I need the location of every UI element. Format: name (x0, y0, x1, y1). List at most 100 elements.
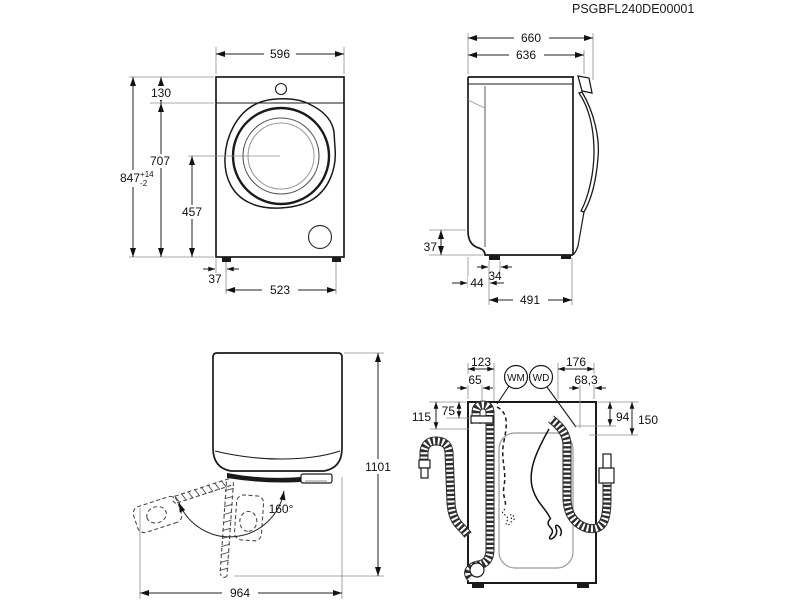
dashed-hose-routing (496, 406, 508, 508)
door-panel-phantom-160 (132, 495, 183, 534)
dashed-routing-end (501, 508, 515, 526)
front-dim-overall-height: 847+14-2 (116, 76, 214, 258)
front-dim-width: 596 (215, 47, 345, 74)
front-dim-foot-inset: 37 (203, 259, 239, 286)
side-dim-feet-spacing: 491 (488, 258, 573, 307)
rear-cabinet (467, 401, 597, 584)
rear-dims: 123 65 176 68,3 (412, 355, 658, 436)
rear-view: WM WD 123 65 1 (412, 355, 658, 588)
open-dim-depth: 1101 (234, 352, 399, 577)
front-door-center-label: 457 (182, 205, 202, 219)
wd-leader-line (546, 386, 577, 428)
open-dim-width: 964 (139, 477, 343, 600)
front-dim-707: 707 (144, 103, 176, 257)
front-dim-door-center: 457 (176, 155, 280, 257)
side-door-top-edge (577, 75, 593, 94)
side-dim-body-depth: 636 (468, 48, 585, 74)
side-machine-outline (467, 75, 600, 260)
door-glass-phantom-90 (239, 510, 258, 532)
power-cord (530, 428, 551, 519)
rear-65-label: 65 (468, 373, 482, 387)
side-rear-foot-inset-label: 44 (470, 276, 484, 290)
front-view: 596 847+14-2 130 707 457 (116, 47, 345, 297)
drain-hose-end-fitting (418, 459, 431, 469)
drain-hose-inner (464, 400, 495, 582)
side-overall-depth-label: 660 (521, 31, 541, 45)
door-panel-phantom-90 (233, 494, 265, 542)
power-cord-tangle (547, 517, 562, 540)
side-front-lower-edge (572, 211, 585, 256)
side-rear-crease (467, 99, 486, 109)
rear-150-label: 150 (638, 413, 658, 427)
door-glass-phantom-160 (146, 506, 167, 524)
side-dim-rear-foot-inset: 44 (452, 257, 504, 290)
open-door-gap-bar (227, 473, 301, 483)
side-foot-width-label: 34 (488, 269, 502, 283)
side-dim-foot-width: 34 (477, 261, 512, 283)
inlet-hose-coupling (598, 467, 615, 484)
front-overall-height-label: 847+14-2 (120, 170, 154, 188)
side-rear-foot (561, 255, 571, 259)
drain-hose-end-tip (420, 467, 429, 479)
rear-dim-75: 75 (442, 402, 472, 419)
wd-balloon-label: WD (533, 373, 550, 384)
rear-right-foot (577, 583, 589, 588)
rear-balloons: WM WD (496, 364, 577, 428)
door-angle-label: 160° (269, 502, 294, 516)
side-view: 660 636 37 34 44 (424, 31, 600, 307)
rear-dim-68-3: 68,3 (569, 373, 606, 428)
open-cabinet-sides (212, 352, 343, 448)
open-width-label: 964 (230, 586, 250, 600)
front-filter-cap (307, 224, 333, 250)
door-swing-arc (178, 490, 286, 538)
side-body-depth-label: 636 (516, 48, 536, 62)
rear-hoses (418, 400, 615, 582)
front-door-outline (224, 98, 337, 209)
door-swing-hatch (219, 487, 234, 571)
front-panel-height-label: 130 (151, 86, 171, 100)
side-rear-and-bottom (467, 77, 573, 256)
rear-service-panel (498, 432, 574, 569)
door-position-160 (132, 478, 232, 534)
door-opening-view: 160° 1101 964 (132, 352, 399, 600)
rear-dim-65: 65 (457, 373, 493, 401)
side-door-bulge (577, 91, 600, 213)
front-dim-panel-height: 130 (147, 77, 214, 104)
drain-hose-bottom-clip (469, 562, 485, 578)
side-rear-base-label: 37 (424, 240, 438, 254)
rear-68-3-label: 68,3 (574, 373, 598, 387)
rear-123-label: 123 (471, 355, 491, 369)
wm-leader-line (496, 385, 510, 405)
front-right-foot (332, 257, 341, 262)
open-machine-top-outline (212, 352, 343, 484)
front-knob (274, 82, 288, 96)
rear-left-foot (472, 583, 484, 588)
drawing-code: PSGBFL240DE00001 (572, 2, 694, 16)
side-dim-rear-base: 37 (424, 229, 483, 256)
open-cabinet-front (212, 447, 343, 472)
open-door-latch (300, 473, 333, 484)
front-width-label: 596 (270, 47, 290, 61)
open-depth-label: 1101 (365, 460, 391, 474)
rear-dim-176: 176 (557, 355, 595, 399)
inlet-hose-tap-connector (602, 453, 612, 469)
side-dim-overall-depth: 660 (467, 31, 594, 80)
front-dim-feet-spacing: 523 (225, 262, 337, 297)
front-cabinet (215, 76, 345, 258)
door-position-90 (219, 481, 265, 578)
front-feet-spacing-label: 523 (270, 283, 290, 297)
rear-machine-outline (467, 401, 597, 588)
side-feet-spacing-label: 491 (520, 293, 540, 307)
front-left-foot (222, 257, 231, 262)
open-front-separator (214, 450, 341, 460)
drain-hose-clamp (470, 415, 494, 424)
rear-dim-94: 94 (574, 402, 630, 427)
side-front-foot (489, 255, 500, 260)
door-swing-hatch (174, 480, 227, 503)
wm-balloon (503, 364, 529, 390)
rear-dim-123: 123 (467, 355, 495, 401)
rear-dim-115: 115 (412, 402, 469, 430)
rear-94-label: 94 (616, 410, 630, 424)
front-foot-inset-label: 37 (208, 272, 222, 286)
